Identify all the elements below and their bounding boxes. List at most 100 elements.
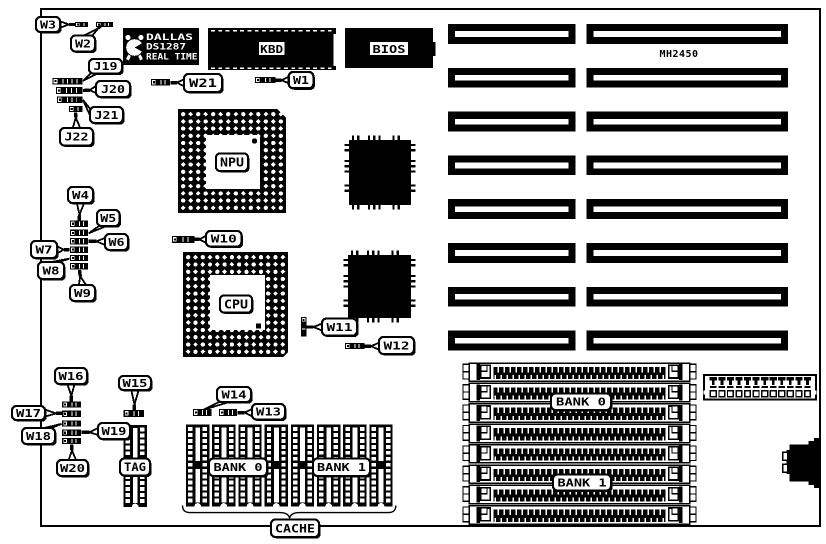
npu-socket-text: NPU [220,156,244,170]
callout-tail-j21 [82,99,92,117]
clock-icon [125,34,144,61]
jumper-w19 [62,429,82,436]
kbd-chip-text: KBD [260,43,283,56]
jumper-w3 [75,21,88,28]
isa-slot-7 [448,286,788,307]
label-w15: W15 [117,374,153,392]
label-simm-bank0-text: BANK 0 [556,396,606,409]
label-w7: W7 [29,239,59,260]
label-w1-text: W1 [293,75,309,87]
label-w18-text: W18 [26,430,51,443]
label-w18: W18 [20,426,57,446]
power-connector [703,374,817,401]
label-w6: W6 [103,232,130,252]
jumper-w6 [70,238,89,245]
jumper-w1 [255,77,276,84]
jumper-w8 [70,254,89,262]
qfp-chip-1 [344,135,416,210]
callout-tail-w11 [306,322,323,332]
simm-slot-8 [462,504,697,525]
jumper-j21 [57,96,83,103]
jumper-w16 [62,401,82,408]
simm-slot-4 [462,423,697,444]
callout-tail-j22 [71,112,82,129]
simm-slot-5 [462,443,697,464]
label-w11: W11 [320,317,359,338]
bios-chip-text: BIOS [373,43,406,56]
callout-tail-w15 [130,389,140,411]
label-cache-bank0: BANK 0 [207,457,269,478]
label-w15-text: W15 [123,377,148,390]
label-w5-text: W5 [100,213,116,225]
label-w2-text: W2 [75,38,91,50]
callout-tail-w9 [77,269,87,286]
label-w16-text: W16 [59,370,84,383]
keyboard-connector [781,437,820,488]
label-w13-text: W13 [256,406,281,419]
rtc-brand-text: DALLAS [146,33,193,43]
label-w20: W20 [55,458,90,478]
label-w21: W21 [182,72,224,94]
label-w3: W3 [34,15,62,34]
label-j19-text: J19 [94,60,118,73]
label-w19-text: W19 [102,425,127,438]
label-w4: W4 [66,185,95,205]
jumper-w9 [70,263,89,270]
label-cache-bank1: BANK 1 [311,457,372,478]
label-w5: W5 [95,208,122,228]
label-j20-text: J20 [101,83,125,96]
jumper-w12 [345,343,365,350]
label-w4-text: W4 [72,190,89,202]
label-tag: TAG [118,457,152,478]
callout-tail-w13 [237,408,253,417]
jumper-w13 [219,409,238,416]
jumper-w7 [70,246,89,253]
cache-chip-1 [186,424,210,510]
callout-tail-w3 [59,20,76,29]
cpu-socket-text: CPU [224,297,248,311]
jumper-w4 [70,220,89,227]
isa-slot-3 [448,111,788,132]
callout-tail-w8 [51,257,70,263]
callout-tail-w6 [88,237,106,246]
callout-tail-w7 [56,245,70,255]
label-w7-text: W7 [36,244,53,256]
callout-tail-w12 [364,341,380,351]
label-w21-text: W21 [189,76,217,90]
callout-tail-w16 [66,383,76,402]
cache-chip-8 [369,424,393,510]
label-j22-text: J22 [65,131,89,144]
label-w9-text: W9 [74,288,91,300]
label-w13: W13 [250,402,287,422]
jumper-w14 [193,409,212,416]
cache-brace [181,505,397,521]
jumper-w18 [62,420,82,427]
jumper-w10 [172,236,195,243]
jumper-j19 [52,77,83,85]
label-cache: CACHE [269,518,321,539]
label-w9: W9 [68,283,97,303]
label-w10-text: W10 [211,233,237,246]
label-simm-bank1-text: BANK 1 [558,476,607,489]
npu-socket: NPU [178,109,286,213]
jumper-w20 [62,437,82,444]
rtc-line3-text: REAL TIME [146,53,198,63]
callout-tail-w20 [67,444,77,461]
label-w14: W14 [215,385,253,404]
jumper-w5 [70,229,89,237]
rtc-model-text: DS1287 [146,42,186,52]
label-simm-bank1: BANK 1 [551,473,613,493]
label-w2: W2 [69,34,97,54]
isa-slot-5 [448,199,788,219]
label-w8-text: W8 [43,265,60,277]
label-cache-bank0-text: BANK 0 [214,461,263,474]
isa-slot-4 [448,155,788,176]
label-w1: W1 [287,70,315,90]
bios-chip: BIOS [345,28,436,69]
label-w19: W19 [96,421,132,441]
callout-tail-w17 [44,408,63,418]
label-w14-text: W14 [222,388,247,401]
callout-tail-w21 [170,78,185,88]
callout-tail-w19 [81,427,99,436]
